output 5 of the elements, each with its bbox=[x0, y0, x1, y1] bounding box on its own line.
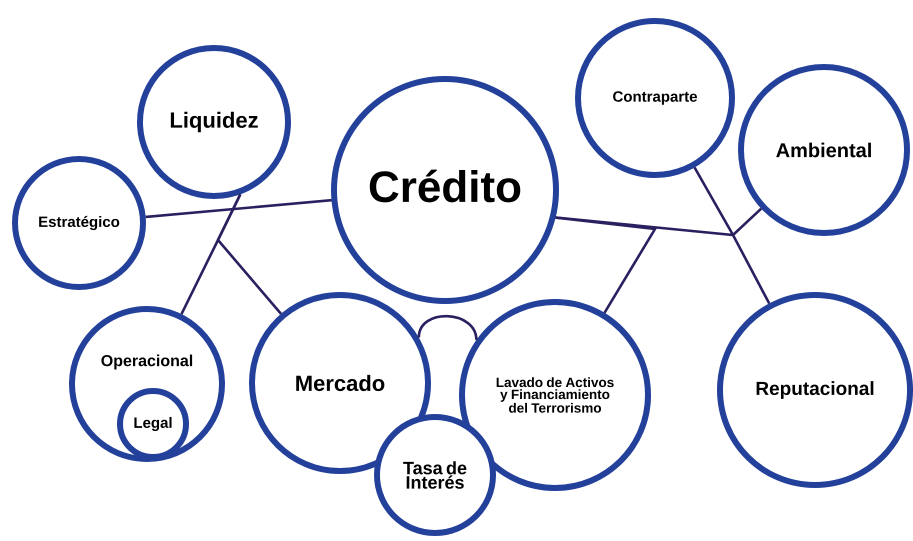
connector-line bbox=[418, 314, 478, 340]
connector-line bbox=[216, 194, 282, 315]
connector-line bbox=[693, 166, 770, 304]
connector-line bbox=[555, 216, 658, 314]
connector-line bbox=[146, 198, 332, 218]
